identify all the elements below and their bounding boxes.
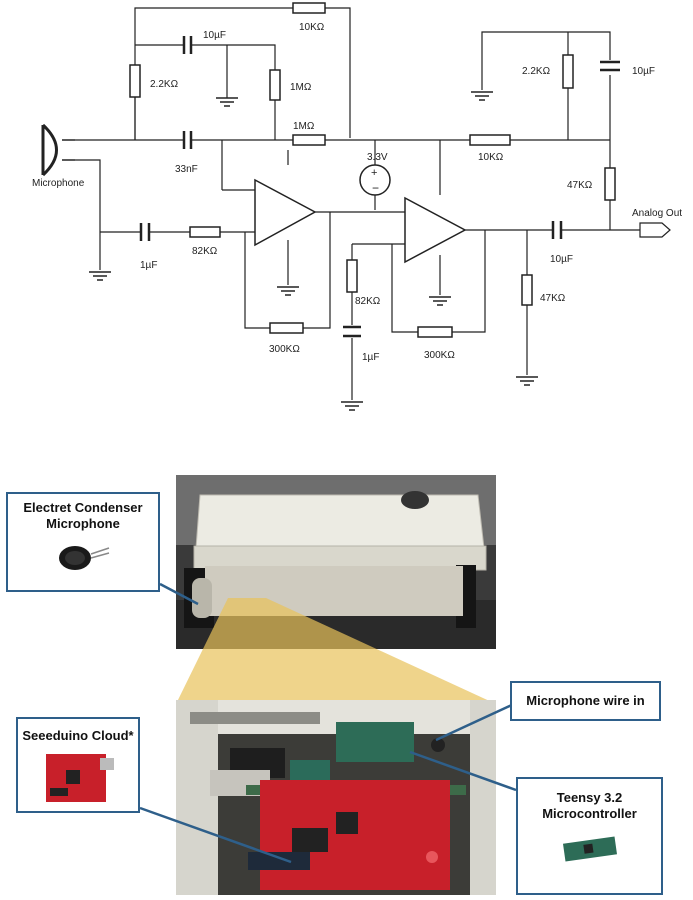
resistor-1m-upper bbox=[269, 69, 281, 101]
label-c-top: 10µF bbox=[203, 30, 226, 41]
label-r-22k-right: 2.2KΩ bbox=[522, 66, 551, 77]
resistor-300k-left bbox=[269, 322, 304, 334]
analog-out-arrow-icon bbox=[639, 222, 671, 238]
label-r-1m-upper: 1MΩ bbox=[290, 82, 312, 93]
ground-symbol bbox=[429, 296, 451, 306]
callout-teensy-title: Teensy 3.2 Microcontroller bbox=[542, 790, 637, 821]
resistor-1m-lower bbox=[292, 134, 326, 146]
opamp-2 bbox=[404, 196, 467, 264]
capacitor-10u-top bbox=[182, 36, 193, 54]
resistor-82k-left bbox=[189, 226, 221, 238]
teensy-photo-icon bbox=[562, 836, 617, 862]
label-c-33n: 33nF bbox=[175, 164, 198, 175]
ground-symbol bbox=[216, 97, 238, 107]
label-r-22k-left: 2.2KΩ bbox=[150, 79, 179, 90]
zoom-highlight bbox=[176, 598, 496, 704]
callout-seeeduino-title: Seeeduino Cloud* bbox=[22, 728, 134, 743]
label-r-top: 10KΩ bbox=[299, 22, 325, 33]
enclosure-hole bbox=[401, 491, 429, 509]
label-c-1u-left: 1µF bbox=[140, 260, 157, 271]
voltage-source-icon: + − bbox=[359, 164, 391, 196]
callout-wire-in-title: Microphone wire in bbox=[526, 693, 645, 708]
capacitor-10u-right bbox=[600, 60, 620, 72]
capacitor-10u-out bbox=[551, 221, 563, 239]
callout-microphone: Electret Condenser Microphone bbox=[6, 492, 160, 592]
svg-text:−: − bbox=[372, 181, 379, 195]
microphone-icon bbox=[41, 123, 75, 177]
opamp-1 bbox=[254, 178, 317, 247]
resistor-10k-top bbox=[292, 2, 326, 14]
resistor-47k-lower bbox=[521, 274, 533, 306]
label-r-82k-left: 82KΩ bbox=[192, 246, 218, 257]
label-supply: 3.3V bbox=[367, 152, 388, 163]
teensy-board bbox=[336, 722, 414, 762]
pcb-photo bbox=[176, 700, 496, 895]
label-r-47k-upper: 47KΩ bbox=[567, 180, 593, 191]
mic-tube bbox=[192, 578, 212, 618]
label-r-47k-lower: 47KΩ bbox=[540, 293, 566, 304]
label-r-10k-mid: 10KΩ bbox=[478, 152, 504, 163]
resistor-47k-upper bbox=[604, 167, 616, 201]
resistor-2k2-left bbox=[129, 64, 141, 98]
capacitor-1u-left bbox=[139, 223, 151, 241]
microphone-photo-icon bbox=[59, 546, 110, 570]
label-r-82k-mid: 82KΩ bbox=[355, 296, 381, 307]
label-c-1u-mid: 1µF bbox=[362, 352, 379, 363]
resistor-10k-mid bbox=[469, 134, 511, 146]
ground-symbol bbox=[89, 271, 111, 281]
label-c-10u-out: 10µF bbox=[550, 254, 573, 265]
resistor-300k-right bbox=[417, 326, 453, 338]
ground-symbol bbox=[277, 286, 299, 296]
resistor-2k2-right bbox=[562, 54, 574, 89]
callout-wire-in: Microphone wire in bbox=[510, 681, 661, 721]
seeeduino-board bbox=[260, 780, 450, 890]
callout-teensy: Teensy 3.2 Microcontroller bbox=[516, 777, 663, 895]
grounds bbox=[89, 91, 538, 411]
seeeduino-photo-icon bbox=[46, 754, 114, 802]
resistor-82k-mid bbox=[346, 259, 358, 293]
ground-symbol bbox=[516, 376, 538, 386]
callout-seeeduino: Seeeduino Cloud* bbox=[16, 717, 140, 813]
label-r-300k-right: 300KΩ bbox=[424, 350, 455, 361]
capacitor-1u-mid bbox=[343, 325, 361, 338]
label-r-1m-lower: 1MΩ bbox=[293, 121, 315, 132]
ground-symbol bbox=[341, 401, 363, 411]
resistors bbox=[129, 2, 616, 338]
label-c-10u-right: 10µF bbox=[632, 66, 655, 77]
label-r-300k-left: 300KΩ bbox=[269, 344, 300, 355]
capacitor-33n bbox=[182, 131, 193, 149]
label-analog-out: Analog Out bbox=[632, 208, 682, 219]
circuit-schematic: + − 10KΩ 10µF 2.2KΩ 1MΩ 1MΩ 33nF Microph… bbox=[32, 2, 682, 411]
capacitors bbox=[139, 36, 620, 338]
callout-microphone-title: Electret Condenser Microphone bbox=[23, 500, 143, 531]
ground-symbol bbox=[471, 91, 493, 101]
label-microphone: Microphone bbox=[32, 178, 85, 189]
callout-lines bbox=[139, 582, 517, 864]
svg-text:+: + bbox=[371, 167, 377, 179]
